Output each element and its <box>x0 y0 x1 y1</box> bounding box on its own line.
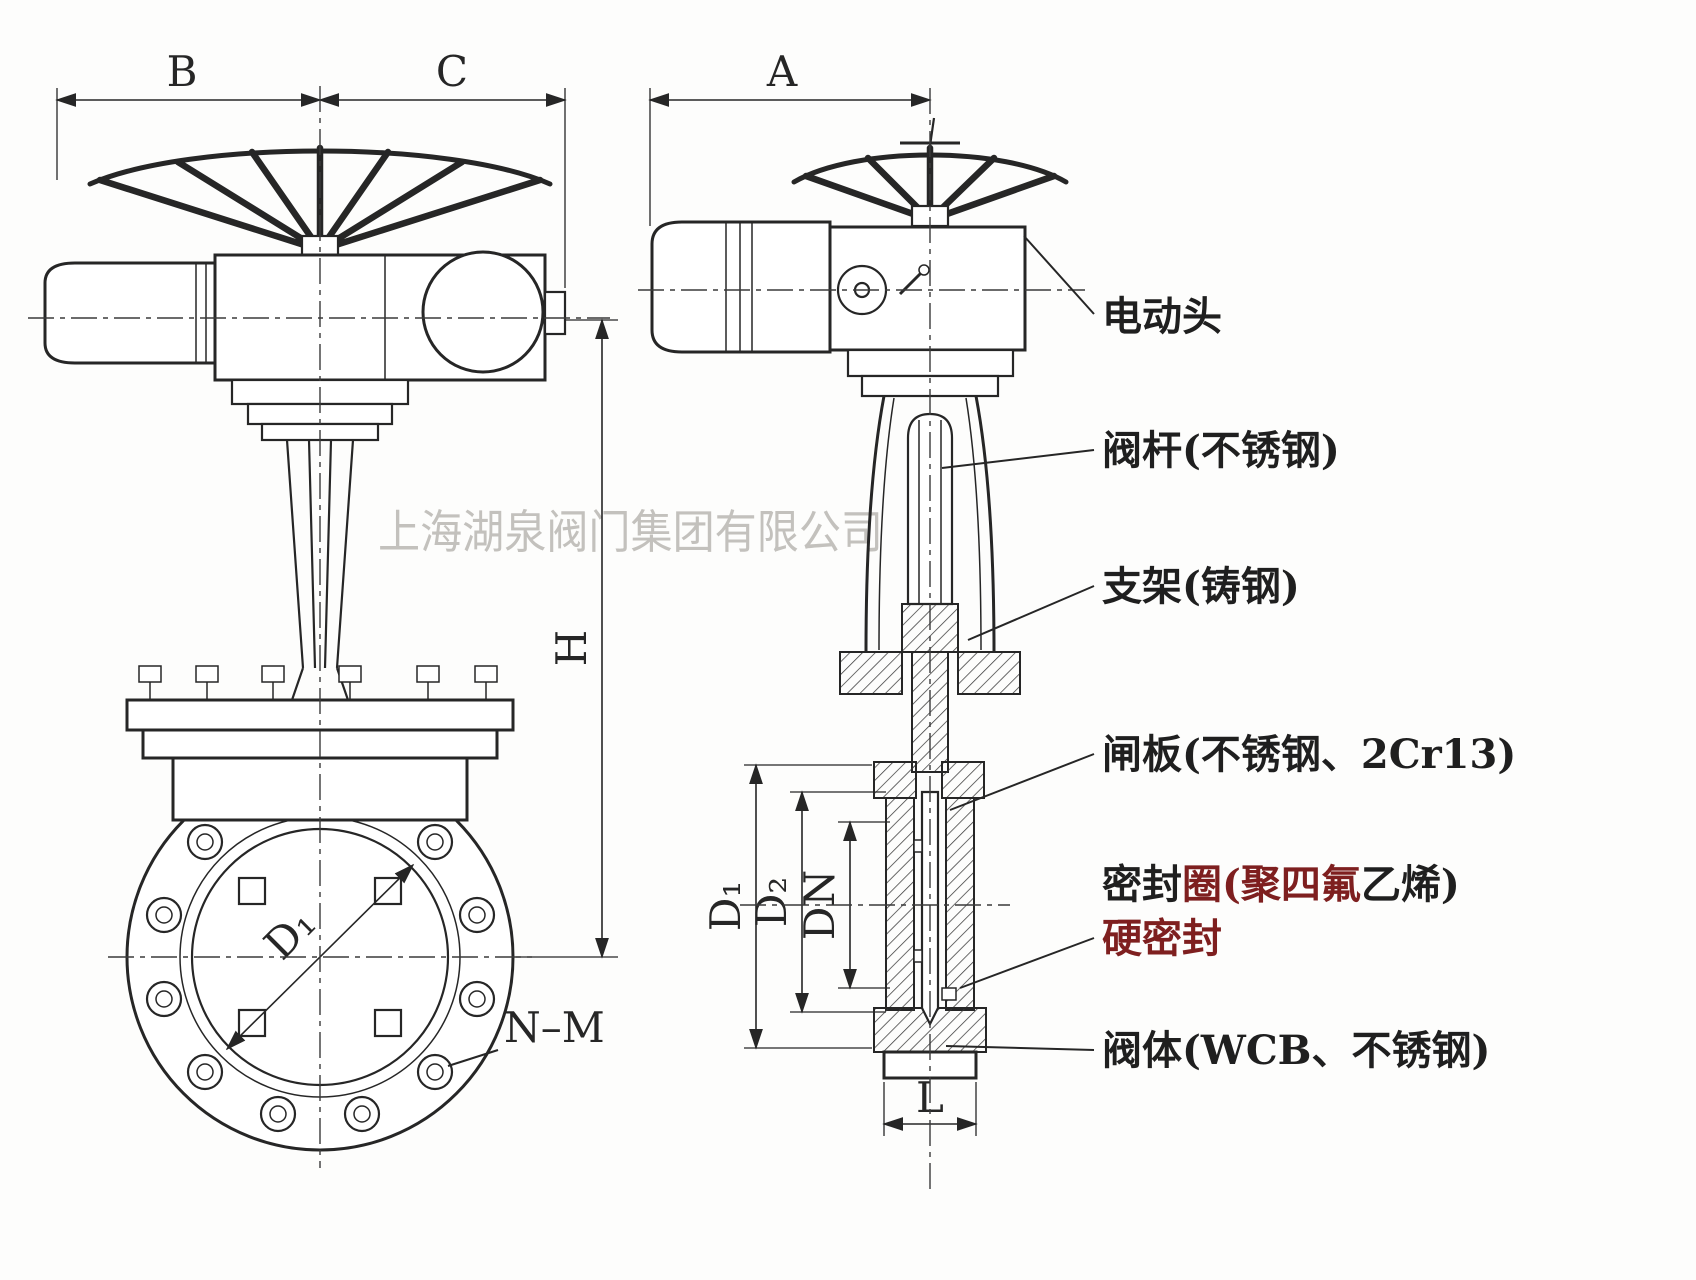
company-watermark: 上海湖泉阀门集团有限公司 <box>378 505 883 559</box>
callout-body: 阀体(WCB、不锈钢) <box>1102 1027 1490 1074</box>
motor-bands <box>725 222 753 352</box>
leader-gate <box>949 753 1095 811</box>
lug <box>237 1008 267 1038</box>
dimension-h: H <box>516 318 618 959</box>
bolt-hole <box>458 896 496 934</box>
bolt-hole-inner <box>353 1105 371 1123</box>
callout-gate: 闸板(不锈钢、2Cr13) <box>1102 731 1516 778</box>
bolt-hole-inner <box>196 1063 214 1081</box>
leader-bracket <box>967 585 1095 641</box>
dimension-d2: D₂ <box>747 790 886 1014</box>
yoke-foot-left <box>839 651 903 695</box>
body-wall-left <box>885 797 915 1011</box>
motor-housing <box>650 220 832 354</box>
callout-seal-part1: 密封 <box>1102 861 1182 908</box>
yoke-leg-outer-right <box>974 395 996 653</box>
callout-seal-part3: 乙烯) <box>1361 861 1460 908</box>
callout-seal-part2: 圈(聚四氟 <box>1182 861 1361 908</box>
bolt-hole-inner <box>426 1063 444 1081</box>
bolt-hole <box>186 823 224 861</box>
bolt-hole-inner <box>269 1105 287 1123</box>
bolt-hole <box>145 896 183 934</box>
dim-label-b: B <box>167 47 198 96</box>
bolt-hole <box>145 980 183 1018</box>
bracket-side <box>839 395 1021 695</box>
bolt-holes <box>145 782 496 1133</box>
actuator-front <box>43 250 567 442</box>
bolt-shanks <box>149 682 487 700</box>
body-wall-right <box>945 797 975 1011</box>
bolt-head <box>261 665 285 683</box>
part-callouts: 电动头 阀杆(不锈钢) 支架(铸钢) 闸板(不锈钢、2Cr13) 密封圈(聚四氟… <box>941 235 1516 1074</box>
handwheel-spokes <box>96 144 544 254</box>
nm-callout: N–M <box>447 1003 605 1067</box>
bonnet-bolts <box>138 665 498 700</box>
dimension-b-c: B C <box>55 47 567 288</box>
bolt-head <box>474 665 498 683</box>
side-view: A <box>638 47 1085 1190</box>
front-view: B C <box>28 47 618 1168</box>
dim-label-a: A <box>766 47 798 96</box>
callout-seal-line1: 密封圈(聚四氟乙烯) <box>1102 861 1460 908</box>
bolt-hole <box>416 1053 454 1091</box>
lug <box>373 876 403 906</box>
bolt-hole-inner <box>196 833 214 851</box>
leader-seal <box>959 937 1095 989</box>
dimension-d1: D₁ <box>701 763 872 1050</box>
dim-label-d1: D₁ <box>701 881 750 932</box>
gate-guide-lower <box>913 949 923 963</box>
bolt-hole-inner <box>155 990 173 1008</box>
actuator-side <box>650 220 1027 398</box>
body-top-flange-right <box>941 761 985 799</box>
callout-actuator: 电动头 <box>1102 293 1222 340</box>
bolt-hole-inner <box>468 906 486 924</box>
bolt-head <box>195 665 219 683</box>
nm-leader-line <box>447 1049 499 1067</box>
gate-guide-upper <box>913 839 923 853</box>
bolt-hole-inner <box>155 906 173 924</box>
bolt-head <box>338 665 362 683</box>
actuator-body <box>828 225 1027 352</box>
yoke-leg-inner-right <box>965 397 982 651</box>
lug <box>237 876 267 906</box>
bolt-hole <box>186 1053 224 1091</box>
yoke-foot-right <box>957 651 1021 695</box>
callout-bracket: 支架(铸钢) <box>1102 563 1300 610</box>
stem-thread-lines <box>918 420 942 604</box>
seat-seal-ring <box>941 987 957 1001</box>
leader-stem <box>941 449 1095 469</box>
leader-actuator <box>1023 235 1095 315</box>
yoke-leg-inner-left <box>878 397 895 651</box>
motor-housing <box>43 261 217 365</box>
dimension-a: A <box>648 47 932 226</box>
stem-front <box>285 439 355 701</box>
leader-body <box>945 1045 1095 1051</box>
bolt-hole <box>343 1095 381 1133</box>
bolt-head <box>416 665 440 683</box>
dim-label-c: C <box>436 47 468 96</box>
stem-lines <box>285 439 355 701</box>
bolt-hole-inner <box>468 990 486 1008</box>
yoke-leg-outer-left <box>864 395 886 653</box>
dim-label-h: H <box>547 630 596 667</box>
actuator-stub <box>543 290 567 336</box>
gate-plate <box>913 790 940 1027</box>
dim-label-d2: D₂ <box>747 877 796 928</box>
bolt-head <box>138 665 162 683</box>
bolt-hole <box>259 1095 297 1133</box>
dim-label-nm: N–M <box>504 1003 605 1052</box>
lever-knob <box>918 264 930 276</box>
bolt-hole-inner <box>426 833 444 851</box>
lug <box>373 1008 403 1038</box>
gearbox-circle <box>421 250 545 374</box>
bolt-hole <box>416 823 454 861</box>
bolt-hole <box>458 980 496 1018</box>
callout-seal-line2: 硬密封 <box>1102 915 1222 962</box>
callout-stem: 阀杆(不锈钢) <box>1102 427 1340 474</box>
